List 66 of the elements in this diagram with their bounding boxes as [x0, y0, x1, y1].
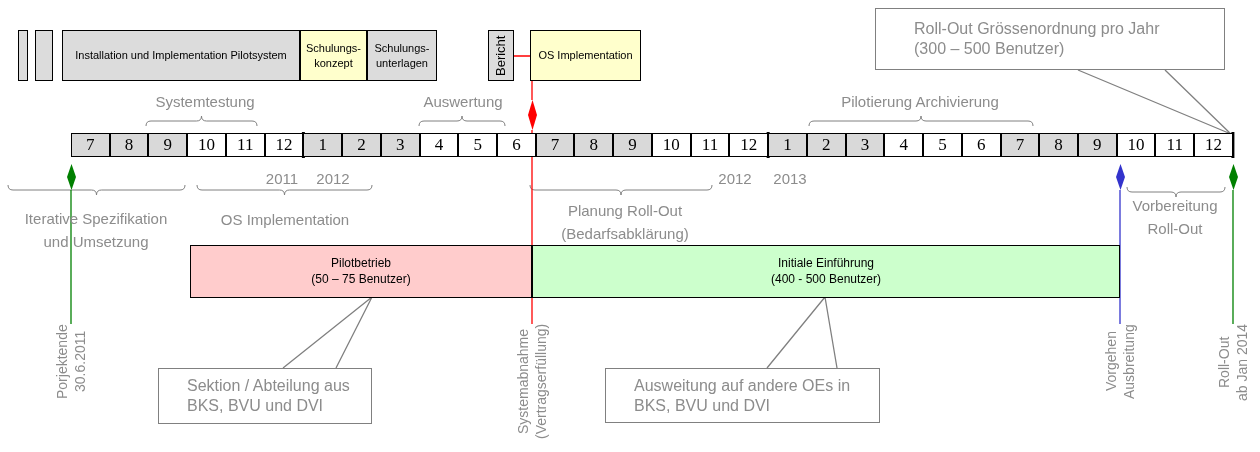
month-cell: 10 [187, 133, 226, 157]
phase-bar: Pilotbetrieb (50 – 75 Benutzer) [190, 245, 532, 298]
month-cell: 2 [806, 133, 846, 157]
month-cell: 12 [264, 133, 304, 157]
task-bar: Bericht [488, 30, 514, 81]
month-cell: 11 [225, 133, 265, 157]
callout-pointer [1077, 69, 1232, 135]
month-cell: 11 [690, 133, 730, 157]
task-bar: Installation und Implementation Pilotsystem [62, 30, 300, 81]
month-cell: 1 [303, 133, 343, 157]
month-cell: 4 [419, 133, 459, 157]
year-label: 2011 [264, 169, 300, 189]
month-cell: 11 [1155, 133, 1195, 157]
month-cell: 8 [109, 133, 149, 157]
month-cell: 12 [1194, 133, 1233, 157]
milestone-diamond [66, 164, 76, 190]
phase-label: Systemtestung [154, 92, 256, 112]
month-cell: 5 [458, 133, 497, 157]
callout-box: Roll-Out Grössenordnung pro Jahr (300 – 500 Benutzer) [875, 8, 1225, 70]
milestone-label: Vorgehen Ausbreitung [1100, 324, 1140, 450]
task-bar: OS Implementation [530, 30, 641, 81]
month-cell: 9 [613, 133, 652, 157]
month-cell: 8 [574, 133, 614, 157]
month-cell: 5 [923, 133, 962, 157]
month-cell: 9 [1077, 133, 1117, 157]
month-cell: 3 [380, 133, 420, 157]
month-cell: 7 [535, 133, 575, 157]
month-cell: 10 [1116, 133, 1156, 157]
month-cell: 9 [148, 133, 188, 157]
phase-label: Planung Roll-Out (Bedarfsabklärung) [560, 201, 690, 244]
milestone-diamond [1115, 164, 1125, 190]
milestone-line [1232, 189, 1234, 325]
phase-label: OS Implementation [219, 210, 351, 230]
callout-pointer [766, 296, 838, 369]
month-cell: 3 [845, 133, 885, 157]
callout-box: Ausweitung auf andere OEs in BKS, BVU und DVI [605, 368, 880, 423]
month-cell: 12 [729, 133, 769, 157]
milestone-line [70, 189, 72, 325]
milestone-label: Roll-Out ab Jan 2014 [1213, 324, 1253, 450]
month-cell: 8 [1039, 133, 1078, 157]
month-cell: 10 [651, 133, 691, 157]
milestone-label: Systemabnahme (Vertragserfüllung) [512, 324, 552, 450]
task-bar [35, 30, 53, 81]
phase-label: Vorbereitung Roll-Out [1131, 196, 1219, 239]
milestone-label: Porjektende 30.6.2011 [51, 324, 91, 450]
milestone-diamond [527, 100, 537, 130]
month-cell: 6 [497, 133, 536, 157]
callout-box: Sektion / Abteilung aus BKS, BVU und DVI [158, 368, 372, 424]
year-label: 2012 [315, 169, 351, 189]
month-cell: 2 [342, 133, 381, 157]
task-bar [18, 30, 28, 81]
phase-label: Pilotierung Archivierung [840, 92, 1000, 112]
milestone-diamond [1228, 164, 1238, 190]
callout-pointer [282, 296, 373, 369]
month-cell: 7 [1000, 133, 1040, 157]
month-cell: 6 [961, 133, 1001, 157]
phase-label: Auswertung [422, 92, 504, 112]
year-label: 2013 [772, 169, 808, 189]
phase-bar: Initiale Einführung (400 - 500 Benutzer) [532, 245, 1120, 298]
task-bar: Schulungs- unterlagen [367, 30, 437, 81]
month-cell: 4 [884, 133, 924, 157]
milestone-line [1119, 189, 1121, 325]
task-bar: Schulungs- konzept [300, 30, 367, 81]
year-label: 2012 [717, 169, 753, 189]
month-cell: 1 [768, 133, 807, 157]
month-cell: 7 [71, 133, 110, 157]
